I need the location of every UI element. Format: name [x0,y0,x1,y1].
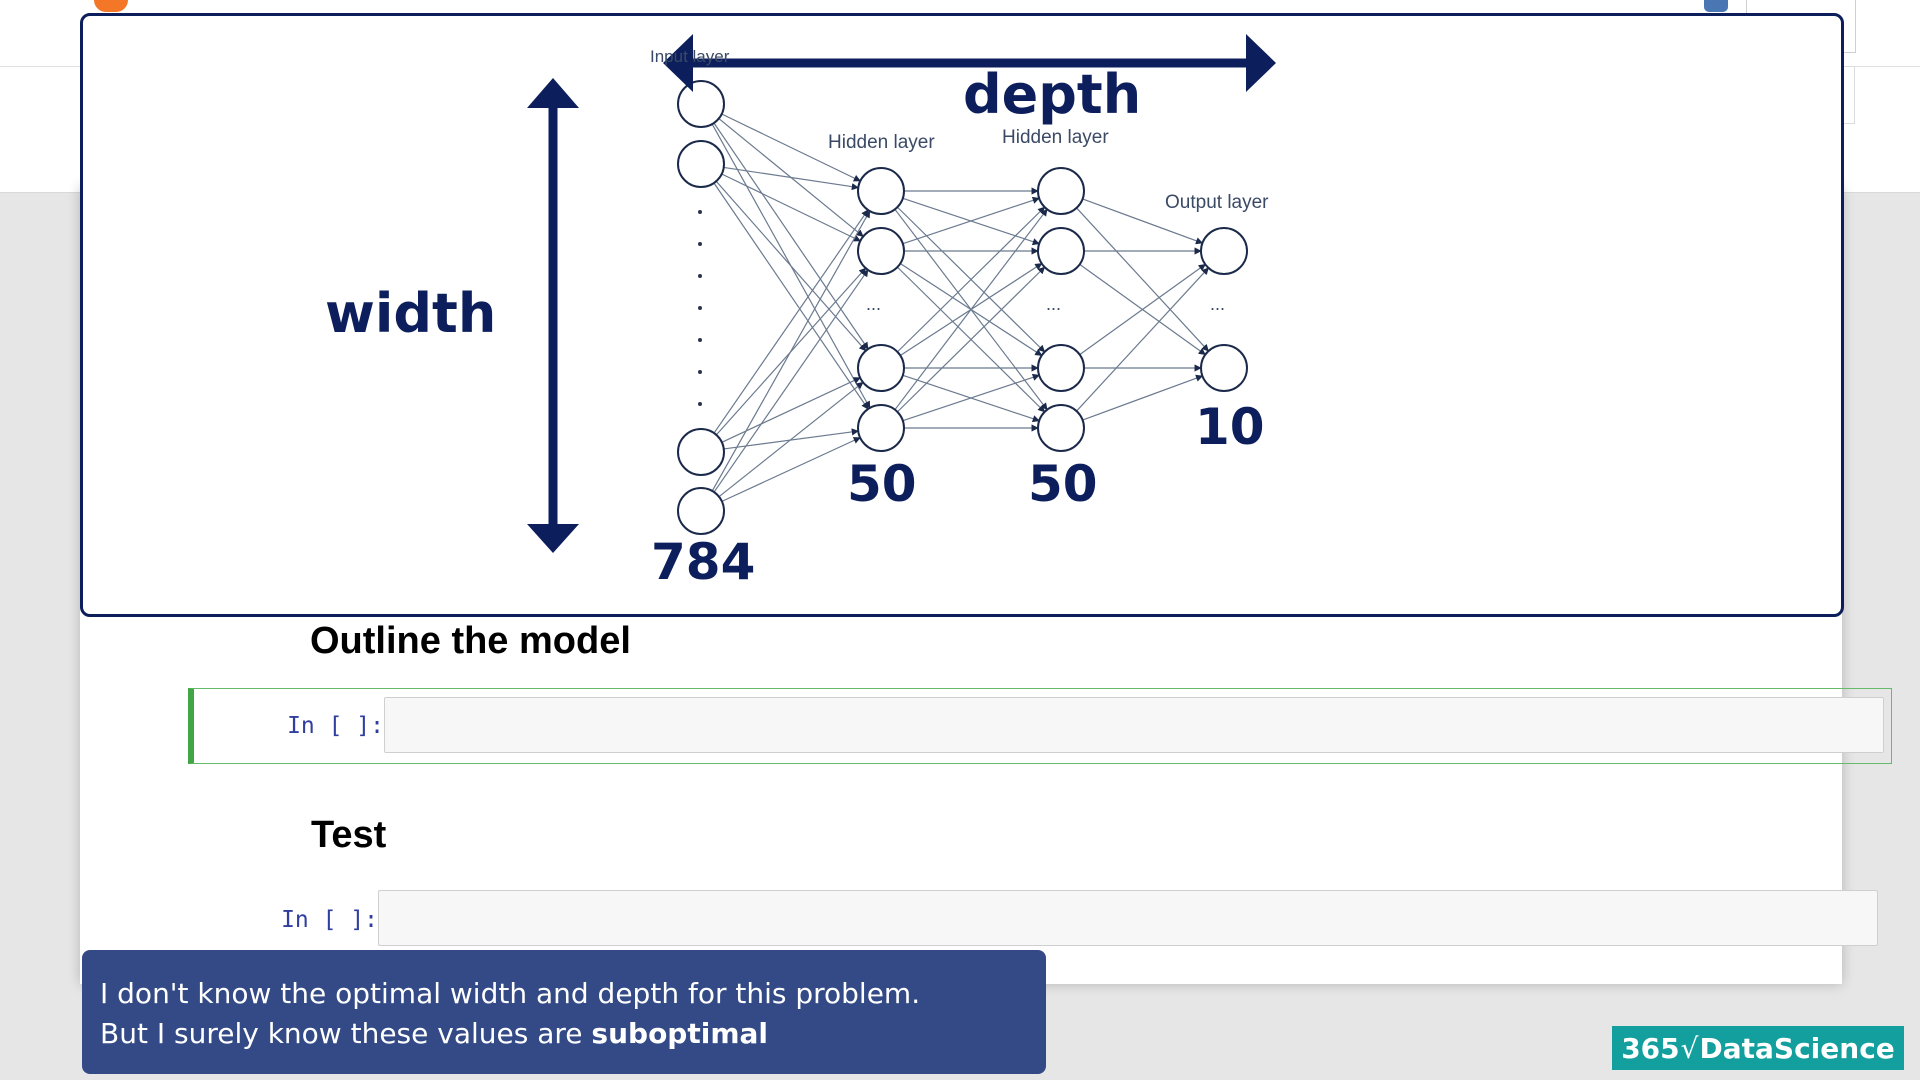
network-edge [894,208,1048,411]
ellipsis-dot [698,242,702,246]
subtitle-caption: I don't know the optimal width and depth… [82,950,1046,1074]
neuron-node [1037,167,1085,215]
ellipsis-dot [698,338,702,342]
brand-sqrt-icon: √ [1680,1031,1699,1065]
brand-logo: 365√DataScience [1612,1026,1904,1070]
cell-prompt: In [ ]: [281,907,378,933]
network-edge [1082,198,1204,245]
ellipsis-dot [698,274,702,278]
network-edge [715,180,867,352]
depth-label: depth [963,63,1141,126]
neuron-node [1200,344,1248,392]
caption-line-2: But I surely know these values are subop… [100,1014,1028,1054]
toolbar-edge [1842,66,1855,124]
code-cell-test[interactable]: In [ ]: [188,882,1892,958]
network-edge [711,210,871,492]
layer-count-hidden-1: 50 [847,455,917,513]
layer-count-input: 784 [651,533,755,591]
neuron-node [857,167,905,215]
layer-title-hidden-1: Hidden layer [828,132,935,153]
heading-test: Test [311,814,387,856]
layer-title-output: Output layer [1165,192,1269,213]
kernel-indicator-icon [1704,0,1728,12]
network-edge [902,373,1040,422]
caption-bold-word: suboptimal [591,1017,768,1050]
neuron-node [677,80,725,128]
network-edge [718,381,864,498]
input-ellipsis-dots [698,210,702,406]
network-nodes [677,80,1248,535]
code-input[interactable] [378,890,1878,946]
ellipsis-dot [698,402,702,406]
network-edge [713,209,869,434]
layer-count-hidden-2: 50 [1028,455,1098,513]
ellipsis-dot [698,306,702,310]
caption-line-2-prefix: But I surely know these values are [100,1017,592,1050]
neural-network-diagram: depth width Input layer Hidden layer Hid… [80,13,1844,617]
network-edge [1082,374,1204,421]
cell-prompt: In [ ]: [287,713,384,739]
network-edge [896,206,1046,353]
network-edge [1076,267,1209,412]
network-edge [721,377,861,443]
code-cell-outline[interactable]: In [ ]: [188,688,1892,764]
ellipsis-hidden-1: ... [866,294,881,314]
code-input[interactable] [384,697,1884,753]
brand-datascience: DataScience [1699,1031,1895,1065]
neuron-node [857,404,905,452]
network-edge [713,269,869,493]
layer-title-input: Input layer [650,47,730,66]
caption-line-1: I don't know the optimal width and depth… [100,977,921,1010]
network-edge [721,113,861,182]
network-edges [711,113,1209,502]
width-arrow [527,78,579,553]
neuron-node [1200,227,1248,275]
network-edge [902,196,1040,245]
network-edge [713,182,869,410]
jupyter-logo[interactable] [94,0,128,12]
layer-count-output: 10 [1195,398,1265,456]
neuron-node [1037,227,1085,275]
neuron-node [677,140,725,188]
network-edge [721,437,861,502]
heading-outline-model: Outline the model [310,620,631,662]
neuron-node [857,344,905,392]
network-edge [713,122,869,350]
depth-arrow [663,34,1276,92]
layer-title-hidden-2: Hidden layer [1002,127,1109,148]
network-edge [723,166,859,191]
neuron-node [857,227,905,275]
neuron-node [1037,344,1085,392]
width-label: width [325,282,496,345]
ellipsis-dot [698,210,702,214]
network-edge [896,266,1046,413]
ellipsis-output: ... [1210,294,1225,314]
brand-365: 365 [1621,1031,1680,1065]
neuron-node [677,487,725,535]
neuron-node [677,428,725,476]
network-edge [721,173,861,242]
network-edge [1076,207,1209,352]
neuron-node [1037,404,1085,452]
ellipsis-dot [698,370,702,374]
network-svg: depth width Input layer Hidden layer Hid… [325,34,1276,591]
ellipsis-hidden-2: ... [1046,294,1061,314]
network-edge [1079,263,1206,356]
